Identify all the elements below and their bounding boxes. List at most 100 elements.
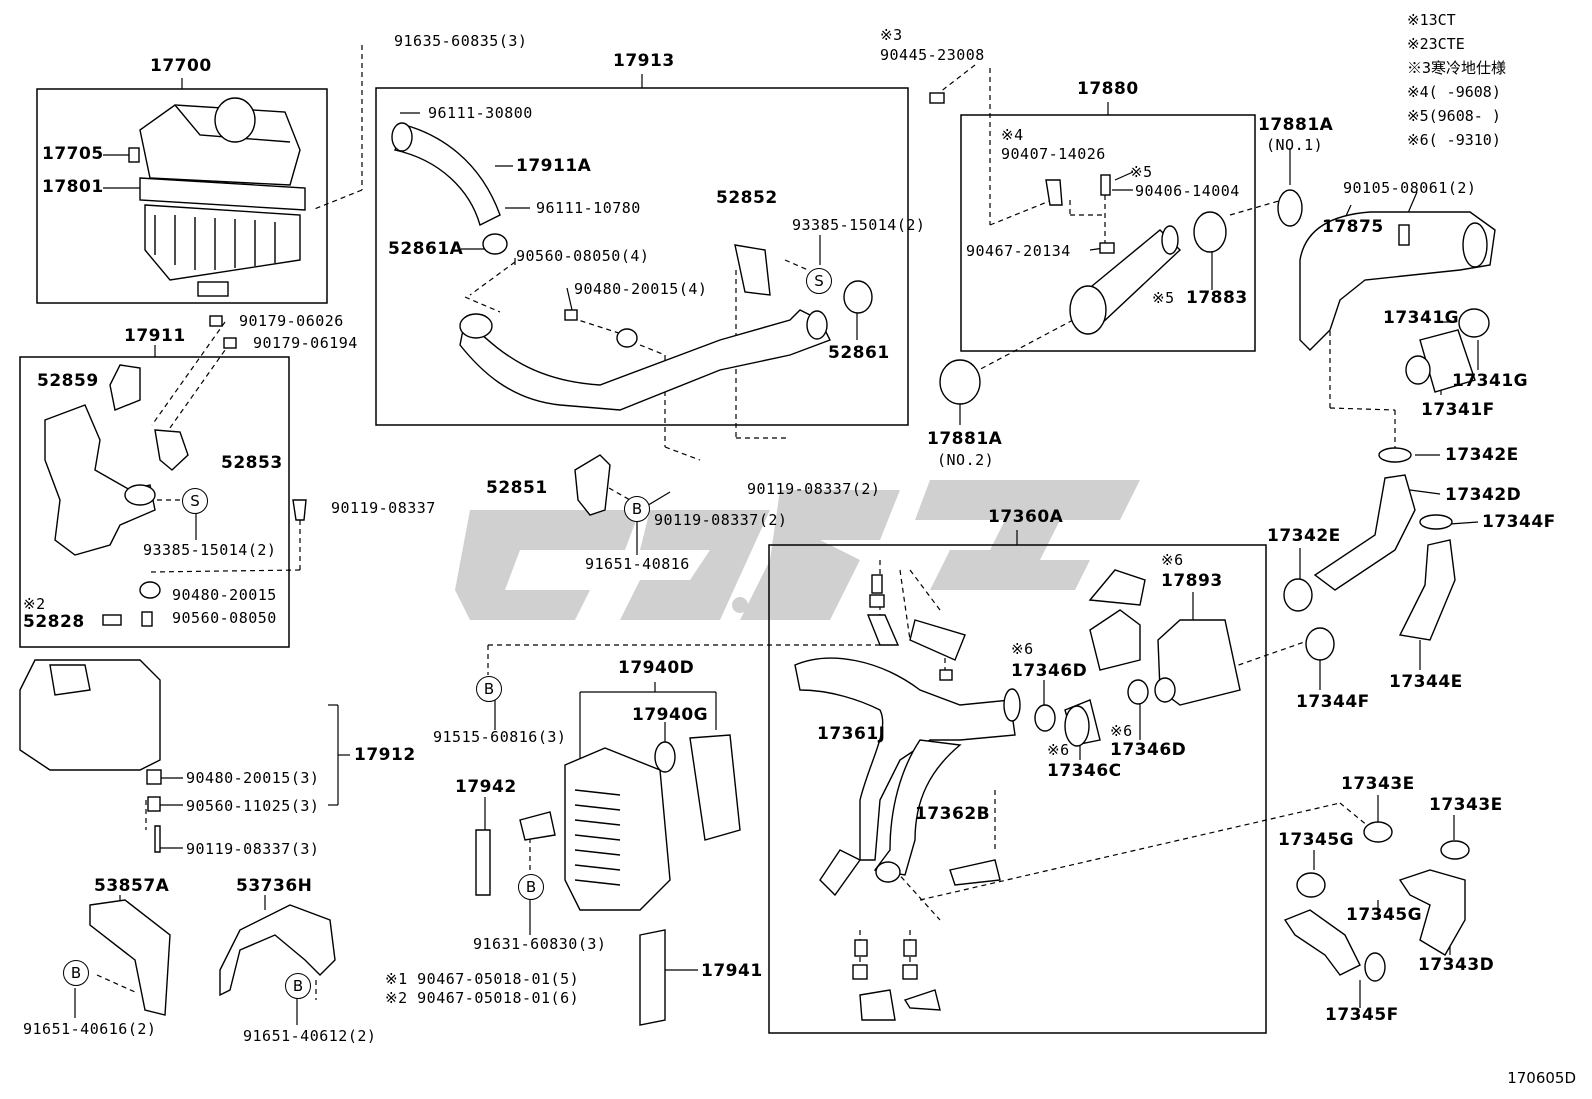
legend-mark: ※2 <box>1407 35 1429 53</box>
part-label-91635: 91635-60835(3) <box>394 32 528 50</box>
part-label-17801: 17801 <box>42 177 104 197</box>
part-label-91651-40816: 91651-40816 <box>585 555 690 573</box>
part-label-17345g-b: 17345G <box>1346 905 1423 925</box>
part-label-17940d: 17940D <box>618 658 695 678</box>
part-label-52852: 52852 <box>716 188 778 208</box>
part-label-17911a: 17911A <box>516 156 592 176</box>
legend-mark: ※1 <box>1407 11 1429 29</box>
part-label-96111-30800: 96111-30800 <box>428 104 533 122</box>
legend-row-2: ※23CTE <box>1407 32 1506 56</box>
part-label-90407: 90407-14026 <box>1001 145 1106 163</box>
part-label-17343d: 17343D <box>1418 955 1495 975</box>
part-label-17705: 17705 <box>42 144 104 164</box>
legend-text: ( -9310) <box>1428 131 1501 149</box>
part-label-17346c: 17346C <box>1047 761 1122 781</box>
part-label-17362b: 17362B <box>915 804 991 824</box>
part-label-17341f: 17341F <box>1421 400 1495 420</box>
part-label-17346d-a: 17346D <box>1011 661 1088 681</box>
part-label-17893: 17893 <box>1161 571 1223 591</box>
notes-legend: ※13CT ※23CTE ※3寒冷地仕様 ※4( -9608) ※5(9608-… <box>1407 8 1506 152</box>
part-label-17875: 17875 <box>1322 217 1384 237</box>
legend-mark: ※5 <box>1407 107 1429 125</box>
part-label-17361j: 17361J <box>817 724 886 744</box>
note-3-top: ※3 <box>880 26 903 44</box>
note-6-b: ※6 <box>1011 640 1034 658</box>
legend-text: 3CTE <box>1428 35 1465 53</box>
part-label-91631: 91631-60830(3) <box>473 935 607 953</box>
part-label-52828: 52828 <box>23 612 85 632</box>
part-label-17360a: 17360A <box>988 507 1064 527</box>
part-label-17881a-1: 17881A <box>1258 115 1334 135</box>
part-label-no1: (NO.1) <box>1266 136 1324 154</box>
legend-text: 寒冷地仕様 <box>1431 59 1507 77</box>
part-label-17342e-a: 17342E <box>1445 445 1519 465</box>
legend-row-3: ※3寒冷地仕様 <box>1407 56 1506 80</box>
symbol-b-circle-91515: B <box>476 676 502 702</box>
part-label-91651-40612: 91651-40612(2) <box>243 1027 377 1045</box>
legend-mark: ※4 <box>1407 83 1429 101</box>
part-label-17345f: 17345F <box>1325 1005 1399 1025</box>
part-label-17345g-a: 17345G <box>1278 830 1355 850</box>
part-label-17342e-b: 17342E <box>1267 526 1341 546</box>
note-6-c: ※6 <box>1047 741 1070 759</box>
symbol-b-circle-52851: B <box>624 496 650 522</box>
part-label-17343e-b: 17343E <box>1429 795 1503 815</box>
legend-row-5: ※5(9608- ) <box>1407 104 1506 128</box>
legend-text: ( -9608) <box>1428 83 1501 101</box>
legend-row-4: ※4( -9608) <box>1407 80 1506 104</box>
symbol-b-circle-91631: B <box>518 874 544 900</box>
part-label-90119-08337-2a: 90119-08337(2) <box>747 480 881 498</box>
part-label-90105: 90105-08061(2) <box>1343 179 1477 197</box>
part-label-17341g-b: 17341G <box>1452 371 1529 391</box>
part-label-17344e: 17344E <box>1389 672 1463 692</box>
part-label-17700: 17700 <box>150 56 212 76</box>
part-label-90480-20015-left: 90480-20015 <box>172 586 277 604</box>
part-label-17344f-b: 17344F <box>1296 692 1370 712</box>
part-label-17881a-2: 17881A <box>927 429 1003 449</box>
part-label-17941: 17941 <box>701 961 763 981</box>
part-label-52861a: 52861A <box>388 239 464 259</box>
part-label-17344f-a: 17344F <box>1482 512 1556 532</box>
part-label-93385-top: 93385-15014(2) <box>792 216 926 234</box>
part-label-96111-10780: 96111-10780 <box>536 199 641 217</box>
watermark-logo <box>455 480 1140 620</box>
note-6-d: ※6 <box>1110 722 1133 740</box>
part-label-90119-08337-2b: 90119-08337(2) <box>654 511 788 529</box>
part-label-90119-08337-3: 90119-08337(3) <box>186 840 320 858</box>
part-label-no2: (NO.2) <box>937 451 995 469</box>
part-label-90560-08050-4: 90560-08050(4) <box>516 247 650 265</box>
part-label-91651-40616: 91651-40616(2) <box>23 1020 157 1038</box>
legend-mark: ※6 <box>1407 131 1429 149</box>
part-label-90445: 90445-23008 <box>880 46 985 64</box>
part-label-17911: 17911 <box>124 326 186 346</box>
part-label-53736h: 53736H <box>236 876 313 896</box>
part-label-17880: 17880 <box>1077 79 1139 99</box>
part-label-17912: 17912 <box>354 745 416 765</box>
legend-text: 3CT <box>1428 11 1456 29</box>
part-label-90467-05018-1: ※1 90467-05018-01(5) <box>385 970 580 988</box>
part-label-52853: 52853 <box>221 453 283 473</box>
note-5-a: ※5 <box>1130 163 1153 181</box>
part-label-90480-20015-4: 90480-20015(4) <box>574 280 708 298</box>
symbol-b-circle-53736h: B <box>285 973 311 999</box>
part-label-93385-left: 93385-15014(2) <box>143 541 277 559</box>
part-label-90119-08337-left: 90119-08337 <box>331 499 436 517</box>
part-label-17883: 17883 <box>1186 288 1248 308</box>
box-17360A <box>768 544 1267 1034</box>
symbol-s-circle-left: S <box>182 488 208 514</box>
legend-row-6: ※6( -9310) <box>1407 128 1506 152</box>
part-label-90179-06026: 90179-06026 <box>239 312 344 330</box>
diagram-id: 170605D <box>1507 1069 1576 1087</box>
symbol-b-circle-53857a: B <box>63 960 89 986</box>
legend-text: (9608- ) <box>1428 107 1501 125</box>
part-label-90179-06194: 90179-06194 <box>253 334 358 352</box>
part-label-17343e-a: 17343E <box>1341 774 1415 794</box>
part-label-17341g-a: 17341G <box>1383 308 1460 328</box>
note-2-left: ※2 <box>23 595 46 613</box>
legend-mark: ※3 <box>1407 59 1432 77</box>
symbol-s-circle: S <box>806 268 832 294</box>
part-label-52851: 52851 <box>486 478 548 498</box>
part-label-90406: 90406-14004 <box>1135 182 1240 200</box>
part-label-17913: 17913 <box>613 51 675 71</box>
note-4: ※4 <box>1001 126 1024 144</box>
